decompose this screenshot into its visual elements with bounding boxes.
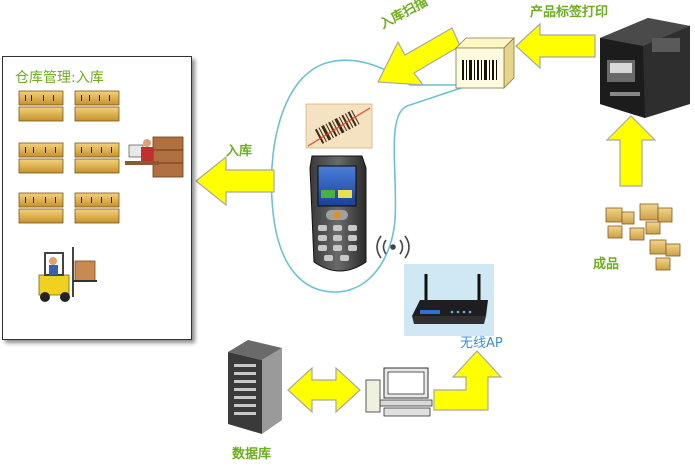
arrow-goods-to-printer [605, 115, 657, 187]
desktop-computer [365, 367, 433, 417]
label-stock-in: 入库 [226, 144, 253, 159]
arrow-stockin [195, 155, 275, 207]
wireless-router [404, 264, 494, 336]
finished-goods-boxes [605, 203, 681, 271]
arrow-printer-to-label [515, 22, 596, 70]
label-printer [600, 18, 690, 118]
handheld-scanner [309, 155, 367, 272]
arrow-label-to-scan [377, 27, 461, 86]
warehouse-illustration [18, 90, 184, 302]
wireless-signal-icon [376, 235, 410, 259]
label-wireless-ap: 无线AP [460, 336, 503, 351]
database-server [228, 340, 282, 434]
barcode-scan-photo [305, 103, 373, 149]
label-finished-goods: 成品 [593, 257, 620, 272]
shelf-barcodes [25, 95, 112, 203]
storage-shelves [18, 90, 120, 224]
barcode-label [455, 37, 515, 89]
scanner-bubble [270, 59, 471, 293]
arrow-db-computer [287, 366, 361, 414]
label-database: 数据库 [232, 447, 272, 462]
worker-at-desk [125, 136, 184, 178]
warehouse-panel: 仓库管理:入库 [2, 56, 192, 340]
forklift [38, 247, 97, 302]
arrow-computer-to-ap [433, 350, 503, 411]
warehouse-title: 仓库管理:入库 [15, 70, 104, 86]
label-product-label-print: 产品标签打印 [530, 5, 609, 20]
